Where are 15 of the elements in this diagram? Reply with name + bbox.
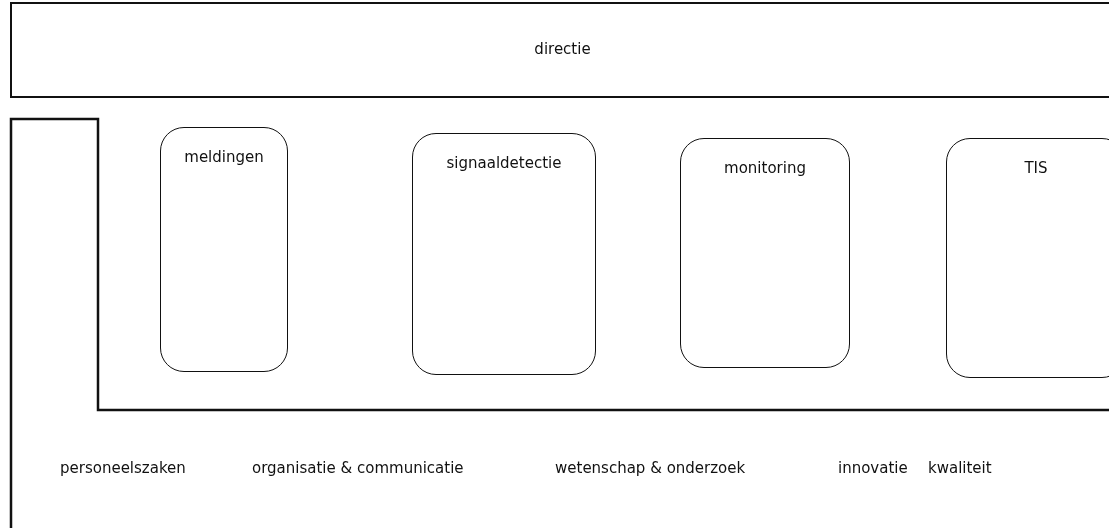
department-frame — [10, 118, 1109, 528]
header-title: directie — [534, 40, 591, 58]
team-name: meldingen — [184, 148, 264, 166]
team-name: TIS — [1024, 159, 1048, 177]
department-label: innovatie — [838, 459, 908, 477]
team-name: signaaldetectie — [446, 154, 562, 172]
team-box — [160, 127, 288, 372]
team-box — [680, 138, 850, 368]
department-label: personeelszaken — [60, 459, 186, 477]
team-box — [412, 133, 596, 375]
team-name: monitoring — [724, 159, 806, 177]
header-box — [10, 2, 1109, 98]
department-label: kwaliteit — [928, 459, 992, 477]
department-label: organisatie & communicatie — [252, 459, 464, 477]
department-label: wetenschap & onderzoek — [555, 459, 746, 477]
